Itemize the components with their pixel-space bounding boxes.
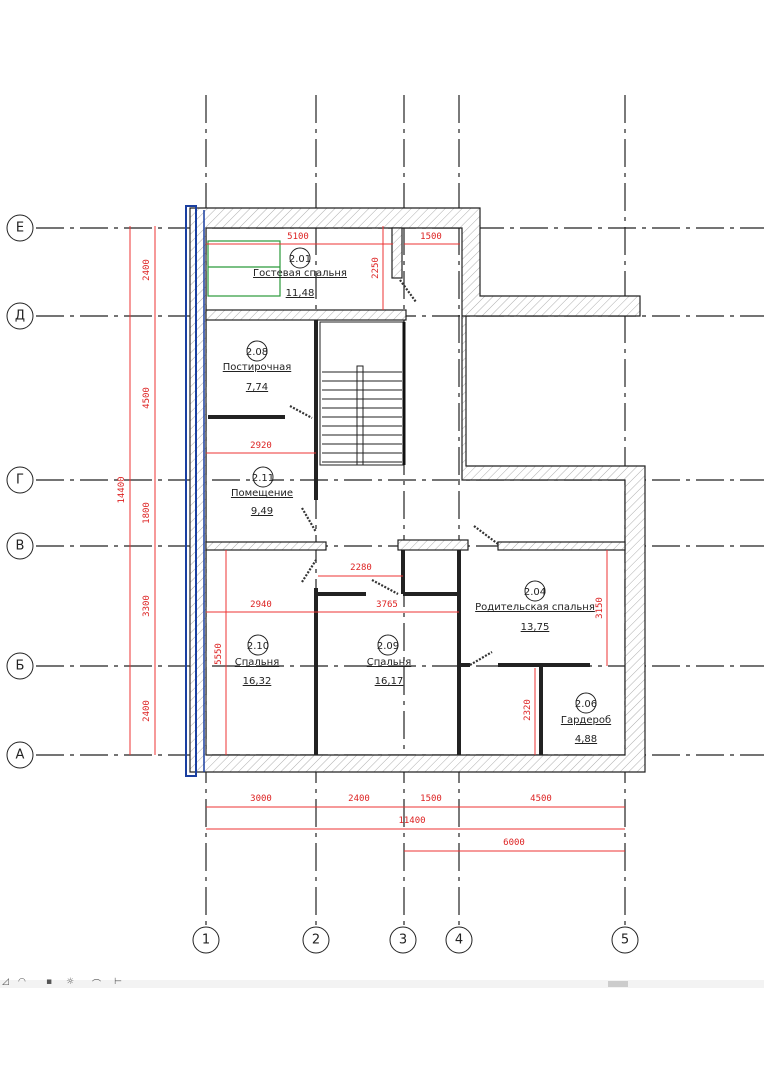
door-swings (289, 279, 499, 666)
axis-label: Б (16, 659, 25, 674)
room-tag-2-10[interactable]: 2.10 Спальня 16,32 (235, 634, 280, 687)
dim-label: 1800 (142, 502, 152, 524)
room-tag-2-04[interactable]: 2.04 Родительская спальня 13,75 (475, 580, 595, 633)
interior-walls (205, 227, 626, 755)
room-tag-2-09[interactable]: 2.09 Спальня 16,17 (367, 634, 412, 687)
room-number: 2.11 (252, 473, 274, 484)
dim-label: 3150 (595, 597, 605, 619)
axis-label: 5 (621, 933, 629, 948)
axis-bubbles-horizontal: Е Д Г В Б А (6, 214, 34, 769)
dim-label: 2250 (371, 257, 381, 279)
axis-label: А (16, 748, 25, 763)
axis-label: 3 (399, 933, 407, 948)
staircase (319, 321, 406, 466)
room-area: 16,17 (375, 676, 404, 687)
crop-icon[interactable]: ⌒ (92, 980, 102, 990)
axis-label: 1 (202, 933, 210, 948)
room-number: 2.04 (524, 587, 546, 598)
dim-label: 3765 (376, 600, 398, 610)
visual-style-icon[interactable]: ▪ (46, 977, 53, 987)
exterior-walls (185, 205, 646, 777)
dimension-labels: 14400 2400 4500 1800 3300 2400 5100 1500… (117, 232, 605, 848)
dim-label: 2280 (350, 563, 372, 573)
dim-label: 2320 (523, 699, 533, 721)
room-tag-2-08[interactable]: 2.08 Постирочная 7,74 (223, 340, 292, 393)
room-name: Спальня (367, 657, 412, 668)
room-number: 2.01 (289, 254, 311, 265)
axis-label: Г (16, 473, 24, 488)
selected-wall-highlight (185, 205, 197, 777)
horizontal-scrollbar[interactable] (608, 981, 628, 987)
axis-label: Е (16, 221, 24, 236)
room-number: 2.10 (247, 641, 269, 652)
scale-icon[interactable]: ◿ (2, 977, 9, 987)
dim-label: 2940 (250, 600, 272, 610)
dimension-lines (129, 226, 625, 852)
dim-label: 5100 (287, 232, 309, 242)
dim-label: 11400 (398, 816, 425, 826)
room-name: Помещение (231, 488, 293, 499)
room-number: 2.09 (377, 641, 399, 652)
room-tag-2-11[interactable]: 2.11 Помещение 9,49 (231, 466, 293, 517)
dim-label: 2400 (348, 794, 370, 804)
detail-level-icon[interactable]: ◠ (18, 977, 26, 987)
room-area: 9,49 (251, 506, 273, 517)
room-number: 2.08 (246, 347, 268, 358)
dim-label: 3300 (142, 595, 152, 617)
axis-label: 2 (312, 933, 320, 948)
dim-label: 3000 (250, 794, 272, 804)
dim-label: 1500 (420, 232, 442, 242)
room-area: 7,74 (246, 382, 268, 393)
dim-label: 6000 (503, 838, 525, 848)
sun-path-icon[interactable]: ☼ (66, 977, 75, 987)
room-tag-2-01[interactable]: 2.01 Гостевая спальня 11,48 (253, 247, 347, 299)
axis-bubbles-vertical: 1 2 3 4 5 (192, 926, 639, 954)
room-number: 2.06 (575, 699, 597, 710)
dim-label: 2920 (250, 441, 272, 451)
room-area: 11,48 (286, 288, 315, 299)
crop-region-icon[interactable]: ⊢ (114, 977, 122, 987)
room-name: Гостевая спальня (253, 268, 347, 279)
room-area: 16,32 (243, 676, 272, 687)
axis-label: Д (15, 309, 25, 324)
dim-label: 4500 (142, 387, 152, 409)
room-area: 13,75 (521, 622, 550, 633)
room-tag-2-06[interactable]: 2.06 Гардероб 4,88 (561, 692, 611, 745)
dim-label: 4500 (530, 794, 552, 804)
axis-label: 4 (455, 933, 463, 948)
dim-label: 1500 (420, 794, 442, 804)
dim-total-vertical: 14400 (117, 476, 127, 503)
room-name: Спальня (235, 657, 280, 668)
room-area: 4,88 (575, 734, 597, 745)
axis-label: В (16, 539, 25, 554)
view-control-bar[interactable]: ◿ ◠ ▪ ☼ ⌒ ⊢ (0, 977, 764, 990)
room-name: Постирочная (223, 362, 292, 373)
room-name: Гардероб (561, 715, 611, 726)
furniture-bed (207, 240, 281, 297)
dim-label: 2400 (142, 700, 152, 722)
dim-label: 5550 (214, 643, 224, 665)
room-name: Родительская спальня (475, 602, 595, 613)
dim-label: 2400 (142, 259, 152, 281)
